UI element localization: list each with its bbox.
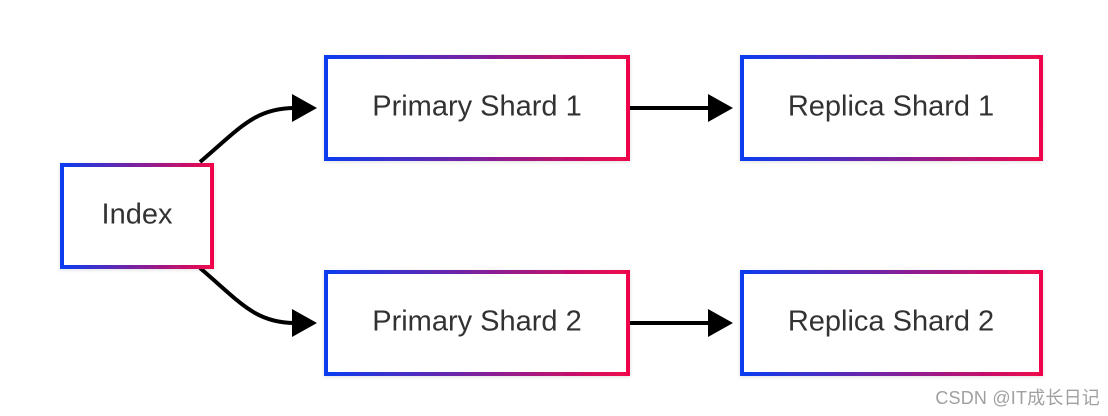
- node-primary-shard-1: Primary Shard 1: [324, 55, 630, 161]
- arrowhead-index-to-primary-2: [292, 309, 317, 337]
- node-replica-shard-1-label: Replica Shard 1: [788, 91, 994, 123]
- arrowhead-index-to-primary-1: [292, 94, 317, 122]
- arrow-index-to-primary-1: [198, 106, 296, 164]
- node-index-label: Index: [102, 199, 173, 231]
- node-primary-shard-1-label: Primary Shard 1: [372, 91, 582, 123]
- node-replica-shard-2-label: Replica Shard 2: [788, 306, 994, 338]
- connectors: [198, 94, 733, 337]
- node-index: Index: [60, 163, 214, 269]
- node-primary-shard-2-label: Primary Shard 2: [372, 306, 582, 338]
- arrow-index-to-primary-2: [198, 266, 296, 325]
- arrowhead-primary-1-to-replica-1: [708, 94, 733, 122]
- node-replica-shard-2: Replica Shard 2: [740, 270, 1043, 376]
- arrowhead-primary-2-to-replica-2: [708, 309, 733, 337]
- watermark: CSDN @IT成长日记: [935, 388, 1100, 408]
- node-primary-shard-2: Primary Shard 2: [324, 270, 630, 376]
- node-replica-shard-1: Replica Shard 1: [740, 55, 1043, 161]
